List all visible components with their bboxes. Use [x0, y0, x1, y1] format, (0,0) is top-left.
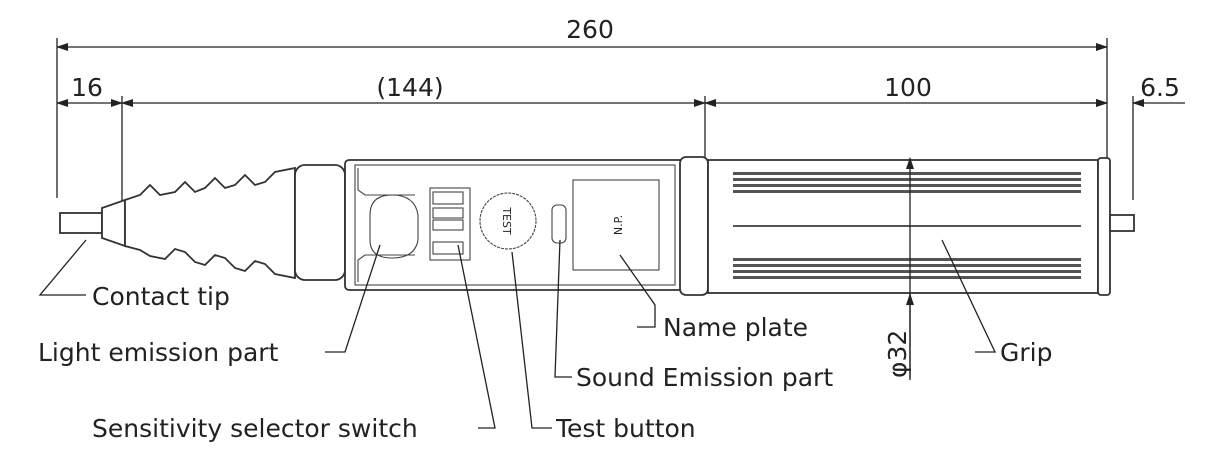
- dim-body: (144): [376, 73, 443, 102]
- sound-emission-slot: [551, 204, 567, 244]
- name-plate-marking: N.P.: [612, 215, 625, 235]
- label-sound-emission: Sound Emission part: [576, 363, 833, 392]
- leader-lines: [38, 239, 997, 429]
- dim-end: 6.5: [1140, 73, 1180, 102]
- label-grip: Grip: [1000, 338, 1052, 367]
- test-button[interactable]: TEST: [479, 192, 537, 250]
- test-button-label: TEST: [500, 206, 513, 235]
- dim-diameter: φ32: [883, 330, 912, 378]
- label-sensitivity-switch: Sensitivity selector switch: [92, 414, 418, 443]
- grip: [707, 159, 1099, 294]
- name-plate: N.P.: [572, 179, 660, 271]
- label-contact-tip: Contact tip: [92, 282, 230, 311]
- label-test-button: Test button: [555, 414, 696, 443]
- light-emission-window: [369, 194, 419, 259]
- dim-overall: 260: [566, 15, 614, 44]
- bellows: [124, 166, 296, 280]
- label-name-plate: Name plate: [663, 313, 808, 342]
- dim-grip: 100: [884, 73, 932, 102]
- label-light-emission: Light emission part: [38, 338, 279, 367]
- detector-body: TEST N.P.: [59, 156, 1135, 296]
- sensitivity-selector-switch[interactable]: [429, 187, 471, 261]
- extension-lines: [56, 38, 1134, 205]
- dim-tip: 16: [71, 73, 103, 102]
